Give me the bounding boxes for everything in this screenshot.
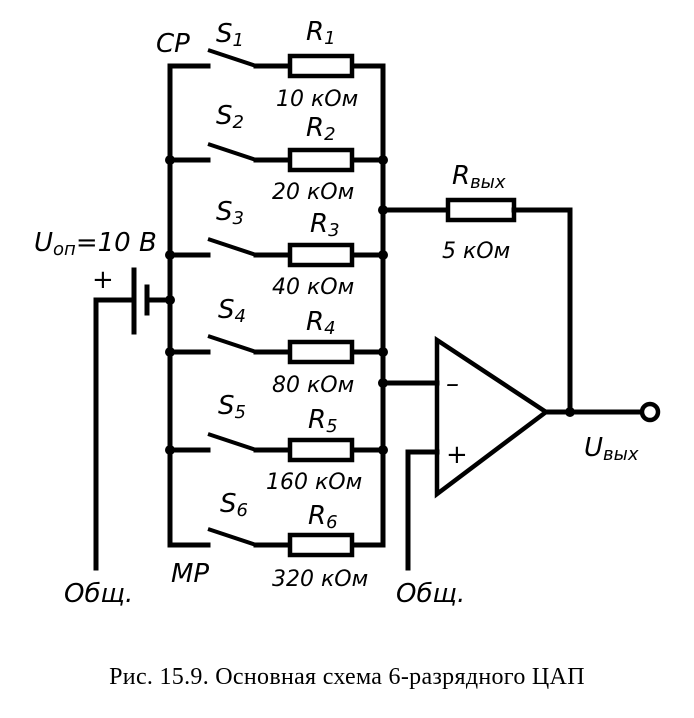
label-uout: Uвых (584, 433, 639, 465)
output-junction-dot (565, 407, 575, 417)
label-mp: МР (171, 559, 209, 589)
label-resistor-4-value: 80 кОм (272, 373, 354, 398)
label-resistor-3-value: 40 кОм (272, 275, 354, 300)
junction-dot (165, 155, 175, 165)
junction-dot (378, 445, 388, 455)
label-resistor-3: R3 (310, 209, 340, 241)
label-switch-3: S3 (216, 197, 244, 229)
resistor-1 (287, 53, 355, 79)
label-resistor-4: R4 (306, 307, 336, 339)
label-resistor-1: R1 (306, 17, 336, 49)
label-resistor-2: R2 (306, 113, 336, 145)
junction-dot (378, 155, 388, 165)
label-uop: Uоп=10 В (34, 228, 157, 260)
label-switch-6: S6 (220, 489, 248, 521)
label-switch-4: S4 (218, 295, 246, 327)
label-resistor-6-value: 320 кОм (272, 567, 368, 592)
resistor-2 (287, 147, 355, 173)
label-common-right: Общ. (396, 579, 465, 609)
junction-dot (165, 250, 175, 260)
output-terminal (639, 401, 661, 423)
figure-caption: Рис. 15.9. Основная схема 6-разрядного Ц… (109, 664, 585, 690)
label-switch-1: S1 (216, 19, 244, 51)
label-cp: СР (156, 29, 190, 59)
switch-1-blade (207, 48, 257, 68)
label-resistor-1-value: 10 кОм (276, 87, 358, 112)
label-resistor-6: R6 (308, 501, 338, 533)
junction-dot (378, 347, 388, 357)
resistor-5 (287, 437, 355, 463)
label-opamp-plus: + (446, 440, 468, 470)
resistor-6 (287, 532, 355, 558)
switch-5-blade (207, 432, 257, 452)
label-resistor-5: R5 (308, 405, 338, 437)
label-rout: Rвых (452, 161, 506, 193)
label-opamp-minus: – (446, 369, 459, 399)
label-switch-2: S2 (216, 101, 244, 133)
switch-4-blade (207, 334, 257, 354)
label-battery-plus: + (92, 265, 114, 295)
feedback-resistor (445, 197, 517, 223)
op-amp (434, 335, 550, 499)
label-resistor-5-value: 160 кОм (266, 470, 362, 495)
switch-3-blade (207, 237, 257, 257)
junction-dot (165, 347, 175, 357)
switch-2-blade (207, 142, 257, 162)
switch-6-blade (207, 527, 257, 547)
label-rout-value: 5 кОм (442, 239, 510, 264)
dac-schematic: СР МР Uоп=10 В + Общ. Общ. Rвых 5 кОм – … (34, 17, 661, 609)
label-switch-5: S5 (218, 391, 246, 423)
resistor-4 (287, 339, 355, 365)
junction-dot (378, 250, 388, 260)
label-common-left: Общ. (64, 579, 133, 609)
resistor-3 (287, 242, 355, 268)
junction-dot (165, 445, 175, 455)
label-resistor-2-value: 20 кОм (272, 180, 354, 205)
